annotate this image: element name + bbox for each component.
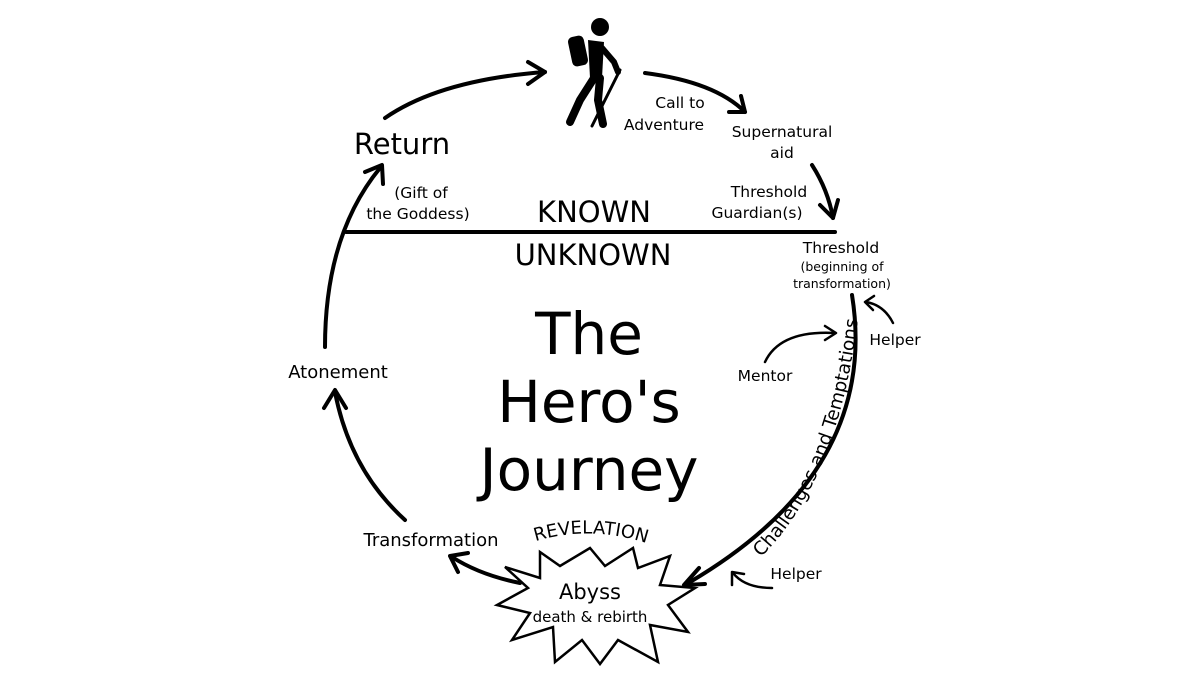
atonement-label: Atonement [288, 362, 388, 383]
helper-lower-arrowhead [730, 570, 746, 587]
arrowhead-transformation-to-atonement [322, 388, 348, 410]
helper-upper-arrow [864, 300, 895, 325]
starburst-icon [493, 546, 699, 667]
arrowhead-aid-to-threshold [818, 198, 840, 220]
arrowhead-call-to-aid [727, 94, 747, 114]
arc-challenges [688, 293, 858, 584]
call-to-adventure-line-2: Adventure [624, 116, 704, 134]
abyss-sub-label: death & rebirth [533, 608, 648, 626]
transformation-label: Transformation [362, 530, 498, 551]
arc-abyss-to-transformation [450, 555, 522, 585]
return-label: Return [354, 127, 450, 161]
arrowhead-return-to-hero [526, 60, 547, 86]
mentor-label: Mentor [738, 367, 793, 385]
arc-atonement-to-return [323, 166, 382, 349]
arrowhead-abyss-to-transformation [448, 551, 470, 574]
helper-lower-arrow [731, 571, 774, 590]
title-line-1: The [534, 300, 643, 368]
gift-of-goddess-line-2: the Goddess) [366, 205, 469, 223]
helper-upper-label: Helper [869, 331, 921, 349]
abyss-label: Abyss [559, 580, 621, 604]
known-label: KNOWN [537, 195, 651, 229]
threshold-guardians-line-2: Guardian(s) [711, 204, 802, 222]
threshold-sub-line-1: (beginning of [800, 259, 884, 274]
title-line-2: Hero's [497, 368, 681, 436]
arc-aid-to-threshold [810, 163, 835, 220]
arrowhead-atonement-to-return [363, 163, 385, 186]
mentor-arrowhead [823, 324, 838, 342]
supernatural-aid-line-2: aid [770, 144, 794, 162]
unknown-label: UNKNOWN [515, 238, 672, 272]
helper-upper-arrowhead [863, 294, 876, 312]
title-line-3: Journey [477, 436, 699, 504]
hiker-icon [566, 18, 622, 128]
threshold-label: Threshold [802, 239, 879, 257]
threshold-sub-line-2: transformation) [793, 276, 891, 291]
supernatural-aid-line-1: Supernatural [732, 123, 833, 141]
revelation-label: REVELATION [531, 517, 651, 547]
call-to-adventure-line-1: Call to [655, 94, 704, 112]
gift-of-goddess-line-1: (Gift of [394, 184, 448, 202]
arc-call-to-aid [643, 71, 747, 114]
mentor-arrow [763, 331, 837, 364]
helper-lower-label: Helper [770, 565, 822, 583]
threshold-guardians-line-1: Threshold [730, 183, 807, 201]
arrowhead-challenges [682, 566, 707, 587]
arc-transformation-to-atonement [333, 390, 407, 522]
journey-cycle [322, 60, 858, 587]
arc-return-to-hero [383, 70, 547, 120]
